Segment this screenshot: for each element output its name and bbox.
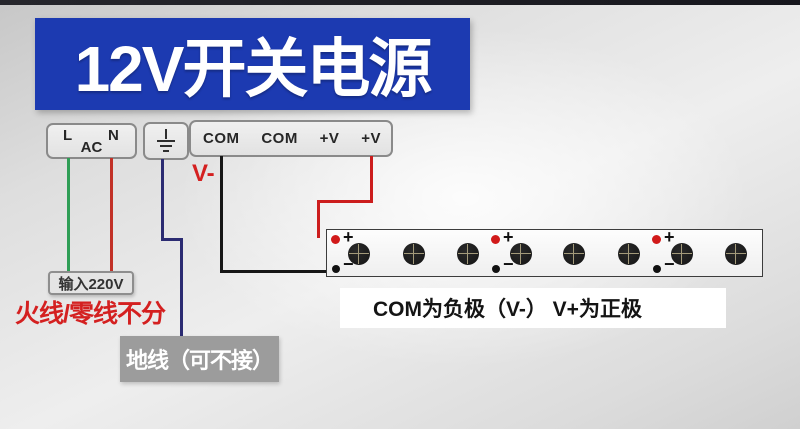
title-banner: 12V开关电源 bbox=[35, 18, 470, 110]
vplus-wire-tail bbox=[317, 200, 320, 238]
led-6 bbox=[618, 243, 640, 265]
ground-wire-lower bbox=[180, 238, 183, 336]
page-title: 12V开关电源 bbox=[74, 33, 433, 105]
led-3 bbox=[457, 243, 479, 265]
ground-wire-upper bbox=[161, 159, 164, 241]
minus-mark: − bbox=[343, 254, 354, 274]
ground-wire-note-text: 地线（可不接） bbox=[125, 348, 274, 373]
polarity-caption-bar: COM为负极（V-） V+为正极 bbox=[340, 288, 726, 328]
negative-pad-icon bbox=[332, 265, 340, 273]
led-4 bbox=[510, 243, 532, 265]
terminal-label-com-1: COM bbox=[203, 130, 240, 147]
led-7 bbox=[671, 243, 693, 265]
ground-terminal-block bbox=[143, 122, 189, 160]
solder-pad-group-2: + − bbox=[490, 227, 524, 278]
input-220v-label: 输入220V bbox=[48, 271, 134, 295]
neutral-wire bbox=[110, 158, 113, 272]
top-edge-strip bbox=[0, 0, 800, 5]
live-neutral-note: 火线/零线不分 bbox=[15, 300, 166, 328]
positive-pad-icon bbox=[331, 235, 340, 244]
led-strip: + − + − + − bbox=[326, 227, 763, 278]
solder-pad-group-3: + − bbox=[651, 227, 685, 278]
terminal-label-vplus-2: +V bbox=[361, 130, 381, 147]
vplus-wire-run bbox=[317, 200, 373, 203]
ground-wire-note: 地线（可不接） bbox=[120, 336, 279, 382]
led-2 bbox=[403, 243, 425, 265]
negative-pad-icon bbox=[492, 265, 500, 273]
terminal-label-com-2: COM bbox=[261, 130, 298, 147]
dc-terminal-block: COM COM +V +V bbox=[189, 120, 393, 157]
negative-pad-icon bbox=[653, 265, 661, 273]
earth-ground-icon bbox=[157, 129, 175, 152]
vplus-wire-drop bbox=[370, 156, 373, 203]
plus-mark: + bbox=[664, 227, 675, 247]
plus-mark: + bbox=[343, 227, 354, 247]
v-minus-label: V- bbox=[192, 160, 215, 187]
terminal-label-neutral: N bbox=[108, 127, 119, 144]
ac-terminal-block: L N AC bbox=[46, 123, 137, 159]
minus-mark: − bbox=[503, 254, 514, 274]
live-wire bbox=[67, 158, 70, 272]
input-220v-text: 输入220V bbox=[58, 275, 124, 293]
terminal-label-vplus-1: +V bbox=[319, 130, 340, 147]
terminal-label-live: L bbox=[63, 127, 73, 144]
ground-wire-jog bbox=[161, 238, 183, 241]
com-wire-vertical bbox=[220, 156, 223, 273]
led-8 bbox=[725, 243, 747, 265]
led-5 bbox=[563, 243, 585, 265]
minus-mark: − bbox=[664, 254, 675, 274]
positive-pad-icon bbox=[491, 235, 500, 244]
solder-pad-group-1: + − bbox=[330, 227, 364, 278]
polarity-note-text: COM为负极（V-） V+为正极 bbox=[373, 298, 642, 321]
plus-mark: + bbox=[503, 227, 514, 247]
led-1 bbox=[348, 243, 370, 265]
positive-pad-icon bbox=[652, 235, 661, 244]
terminal-label-ac: AC bbox=[80, 139, 103, 156]
com-wire-horizontal bbox=[220, 270, 330, 273]
